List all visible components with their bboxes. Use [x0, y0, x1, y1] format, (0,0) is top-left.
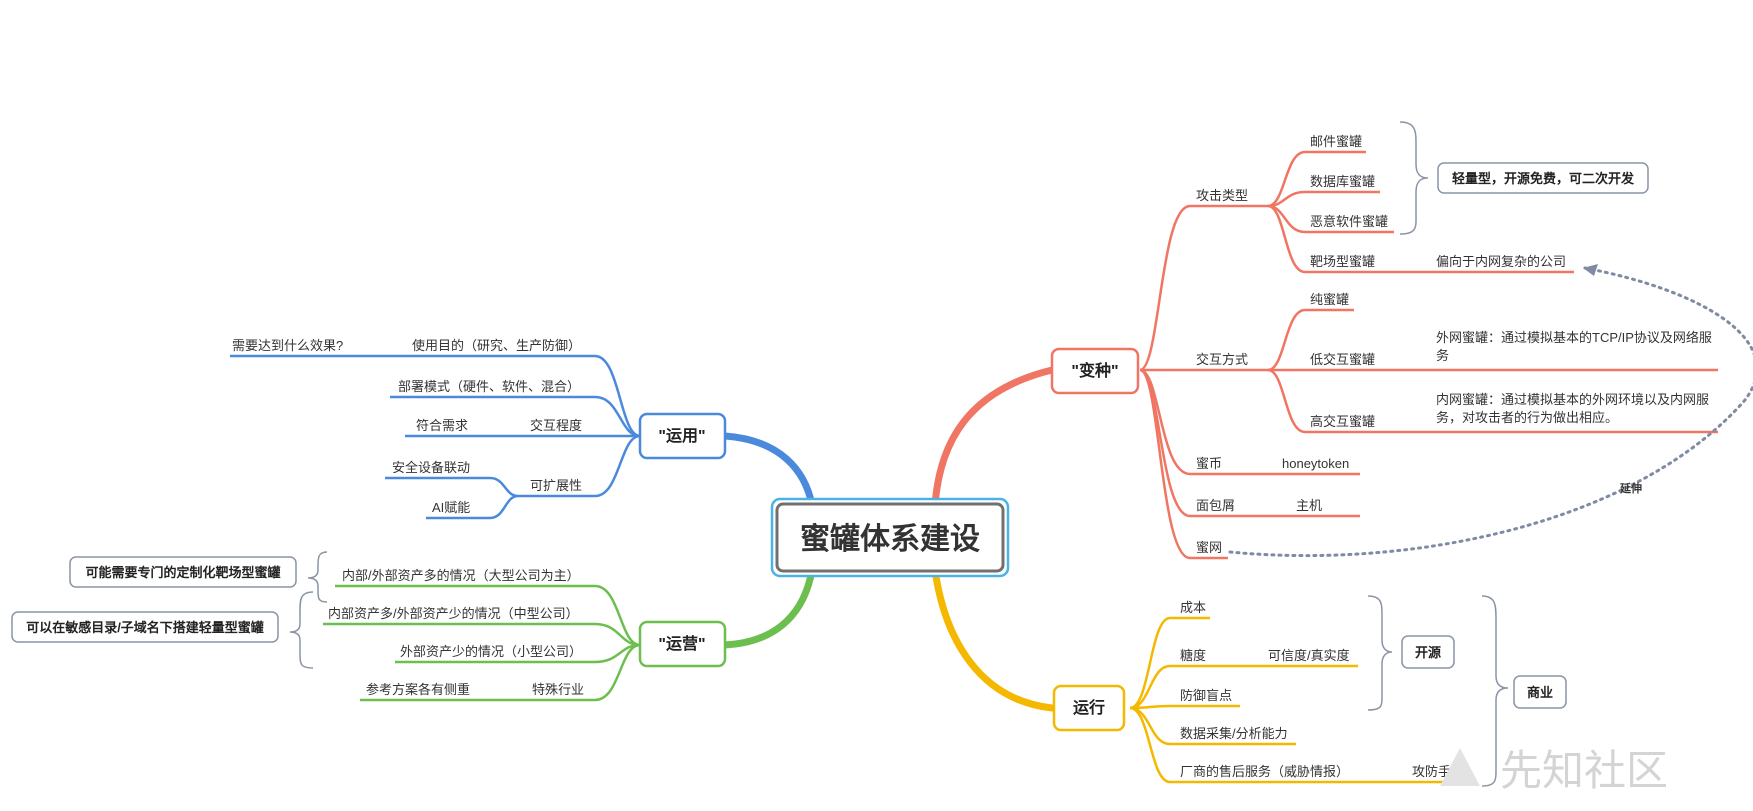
attack-item-range[interactable]: 靶场型蜜罐 [1310, 254, 1375, 269]
connector-scalable-linkage [385, 476, 519, 498]
attack-summary-text: 轻量型，开源免费，可二次开发 [1452, 171, 1635, 186]
variant-interaction[interactable]: 交互方式 [1196, 352, 1248, 367]
op-summary-text-2: 可以在敏感目录/子域名下搭建轻量型蜜罐 [26, 620, 264, 635]
interact-child[interactable]: 符合需求 [416, 418, 468, 433]
usage-purpose[interactable]: 使用目的（研究、生产防御） [412, 338, 581, 353]
connector-usage-scalable [518, 434, 641, 498]
root-title: 蜜罐体系建设 [800, 523, 980, 556]
branch-variant [1139, 150, 1718, 560]
interaction-item-high[interactable]: 高交互蜜罐 [1310, 414, 1375, 429]
running-node[interactable]: 运行 [1052, 684, 1126, 732]
branch-operation [323, 584, 641, 702]
run-item-sweet[interactable]: 糖度 [1180, 648, 1206, 663]
business-text: 商业 [1527, 685, 1553, 700]
branch-usage [230, 354, 641, 520]
usage-node[interactable]: "运用" [638, 412, 727, 460]
variant-net[interactable]: 蜜网 [1196, 540, 1222, 555]
open-source-bracket [1367, 595, 1393, 711]
op-special[interactable]: 特殊行业 [532, 682, 584, 697]
run-item-cost[interactable]: 成本 [1180, 600, 1206, 615]
attack-item-mail[interactable]: 邮件蜜罐 [1310, 134, 1362, 149]
low-note-line-2[interactable]: 务 [1436, 348, 1449, 363]
running-label: 运行 [1073, 698, 1105, 717]
op-summary-box-2[interactable]: 可以在敏感目录/子域名下搭建轻量型蜜罐 [11, 611, 279, 643]
connector-variant-crumb [1139, 368, 1360, 518]
connector-inter-pure [1267, 308, 1354, 372]
connector-root-running [931, 566, 1056, 712]
branch-running [1129, 616, 1470, 784]
usage-interact[interactable]: 交互程度 [530, 418, 582, 433]
connector-variant-attack [1139, 204, 1268, 372]
scalable-ai[interactable]: AI赋能 [432, 500, 470, 515]
connector-op-special [360, 643, 641, 702]
connector-attack-mail [1267, 150, 1366, 208]
connector-inter-high [1267, 368, 1718, 434]
open-source-text: 开源 [1415, 645, 1441, 660]
attack-item-malware[interactable]: 恶意软件蜜罐 [1310, 214, 1388, 229]
variant-label: "变种" [1071, 361, 1118, 380]
connector-usage-purpose [230, 354, 641, 438]
open-source-box[interactable]: 开源 [1401, 635, 1455, 669]
run-trust[interactable]: 可信度/真实度 [1268, 648, 1350, 663]
connector-run-vendor [1129, 706, 1470, 784]
op-summary-box-1[interactable]: 可能需要专门的定制化靶场型蜜罐 [69, 556, 297, 588]
connector-run-sweet [1129, 664, 1358, 710]
purpose-child[interactable]: 需要达到什么效果? [232, 338, 343, 353]
token-child[interactable]: honeytoken [1282, 456, 1349, 471]
connector-scalable-ai [426, 494, 519, 520]
op-item-small[interactable]: 外部资产少的情况（小型公司） [400, 644, 582, 659]
extend-dotted-arrow [1228, 266, 1753, 558]
variant-node[interactable]: "变种" [1050, 347, 1140, 395]
root-node[interactable]: 蜜罐体系建设 [770, 497, 1010, 578]
variant-crumb[interactable]: 面包屑 [1196, 498, 1235, 513]
connector-root-usage [721, 432, 816, 509]
low-note-line-1[interactable]: 外网蜜罐：通过模拟基本的TCP/IP协议及网络服 [1436, 330, 1712, 345]
connector-op-medium [323, 622, 641, 647]
extend-label: 延伸 [1619, 481, 1642, 495]
interaction-item-low[interactable]: 低交互蜜罐 [1310, 352, 1375, 367]
operation-node[interactable]: "运营" [638, 620, 727, 668]
attack-item-db[interactable]: 数据库蜜罐 [1310, 174, 1375, 189]
usage-scalable[interactable]: 可扩展性 [530, 478, 582, 493]
attack-type-bracket [1399, 121, 1429, 235]
connector-root-variant [931, 366, 1056, 509]
connector-variant-net [1139, 368, 1228, 560]
high-note-line-1[interactable]: 内网蜜罐：通过模拟基本的外网环境以及内网服 [1436, 392, 1709, 407]
variant-token[interactable]: 蜜币 [1196, 456, 1222, 471]
watermark-logo-icon [1440, 748, 1480, 786]
interaction-item-pure[interactable]: 纯蜜罐 [1310, 292, 1349, 307]
attack-range-note[interactable]: 偏向于内网复杂的公司 [1436, 254, 1566, 269]
crumb-child[interactable]: 主机 [1296, 498, 1322, 513]
connector-attack-db [1267, 190, 1380, 208]
operation-label: "运营" [658, 634, 705, 653]
watermark-text: 先知社区 [1500, 747, 1668, 794]
op-item-large[interactable]: 内部/外部资产多的情况（大型公司为主） [342, 568, 580, 583]
run-item-vendor[interactable]: 厂商的售后服务（威胁情报） [1180, 764, 1349, 779]
high-note-line-2[interactable]: 务，对攻击者的行为做出相应。 [1436, 410, 1618, 425]
op-item-medium[interactable]: 内部资产多/外部资产少的情况（中型公司） [328, 606, 579, 621]
connector-root-operation [721, 566, 816, 649]
connector-run-blind [1129, 704, 1240, 710]
run-item-data[interactable]: 数据采集/分析能力 [1180, 726, 1288, 741]
business-bracket [1481, 595, 1509, 787]
op-summary-text-1: 可能需要专门的定制化靶场型蜜罐 [85, 565, 280, 580]
attack-summary-box[interactable]: 轻量型，开源免费，可二次开发 [1437, 162, 1649, 194]
connector-op-large [335, 584, 641, 647]
extend-arrow-head [1583, 264, 1598, 276]
op-large-bracket [307, 551, 328, 603]
connector-attack-range [1267, 204, 1574, 274]
root-connectors [721, 366, 1056, 712]
watermark: 先知社区 [1440, 747, 1668, 794]
usage-label: "运用" [658, 427, 705, 445]
run-item-blind[interactable]: 防御盲点 [1180, 688, 1232, 703]
connector-usage-deploy [390, 395, 641, 438]
connector-run-cost [1129, 616, 1210, 710]
scalable-linkage[interactable]: 安全设备联动 [392, 460, 470, 475]
variant-attack-type[interactable]: 攻击类型 [1196, 188, 1248, 203]
business-box[interactable]: 商业 [1513, 675, 1567, 709]
op-small-bracket [289, 591, 314, 669]
op-special-child[interactable]: 参考方案各有侧重 [366, 682, 470, 697]
usage-deploy[interactable]: 部署模式（硬件、软件、混合） [398, 379, 580, 394]
